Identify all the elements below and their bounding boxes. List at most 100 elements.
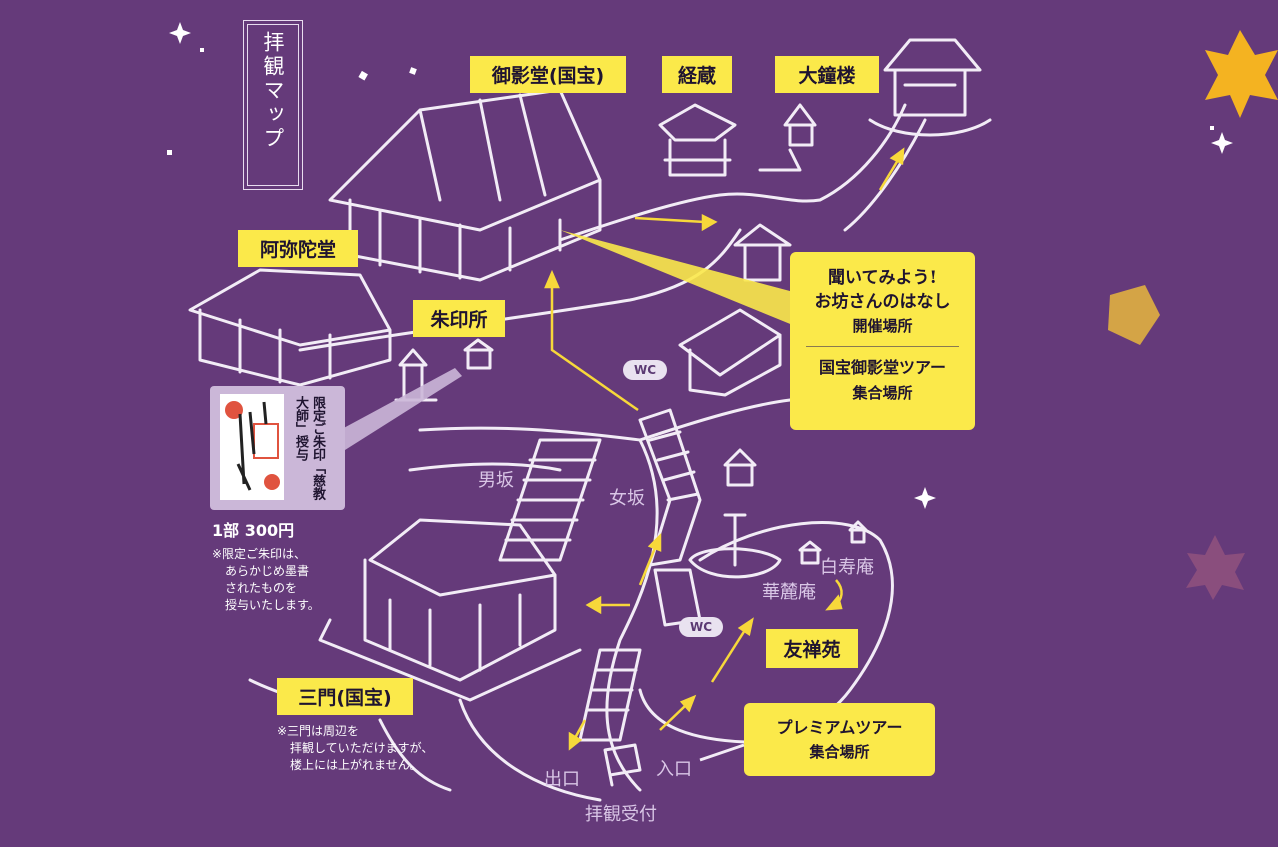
label-yuzenen[interactable]: 友禅苑	[766, 629, 858, 668]
shuinsho-building	[463, 338, 494, 370]
talk-callout: 聞いてみよう! お坊さんのはなし 開催場所 国宝御影堂ツアー 集合場所	[790, 252, 975, 430]
maple-leaf-icon	[264, 474, 280, 490]
map-title: 拝観マップ	[261, 31, 285, 151]
label-kyozo[interactable]: 経蔵	[662, 56, 732, 93]
goshuin-note-line: あらかじめ墨書	[225, 564, 310, 578]
route-arrowhead	[889, 147, 905, 165]
talk-title-line1: 聞いてみよう!	[828, 268, 937, 288]
path-line	[378, 718, 452, 792]
sparkle-icon	[914, 487, 936, 509]
sparkles	[167, 22, 1233, 509]
label-shuinsho[interactable]: 朱印所	[413, 300, 505, 337]
label-reception: 拝観受付	[585, 804, 657, 825]
wc-label-lower: WC	[679, 617, 723, 637]
talk-title-line2: お坊さんのはなし	[814, 292, 951, 312]
hall-building	[678, 308, 782, 397]
sanmon-building	[318, 518, 582, 702]
wc-label-upper: WC	[623, 360, 667, 380]
route-arrowhead	[701, 213, 718, 232]
path-line	[638, 688, 747, 744]
sanmon-note-line: 拝観していただけますが、	[290, 741, 434, 755]
label-hakujuan: 白寿庵	[820, 557, 874, 578]
lantern-decoration-icon	[1108, 285, 1160, 345]
route-arrow	[710, 629, 747, 683]
label-goeido[interactable]: 御影堂(国宝)	[470, 56, 626, 93]
map-title-frame: 拝観マップ	[243, 20, 303, 190]
hakujuan-house	[848, 520, 868, 544]
kyozo-building	[658, 103, 737, 177]
maple-leaf-icons	[1108, 30, 1278, 600]
label-amidado[interactable]: 阿弥陀堂	[238, 230, 358, 267]
red-seal-icon	[253, 423, 279, 459]
route-arrow	[634, 216, 706, 224]
sparkle-icon	[409, 67, 417, 75]
label-otokozaka: 男坂	[478, 470, 514, 491]
goshuin-note: ※限定ご朱印は、 あらかじめ墨書 されたものを 授与いたします。	[212, 546, 320, 614]
maple-leaf-icon	[1186, 535, 1245, 600]
path-line	[408, 462, 562, 472]
sparkle-icon	[167, 150, 172, 155]
route-arrowhead	[544, 269, 560, 289]
label-exit: 出口	[544, 769, 580, 790]
goshuin-note-line: されたものを	[225, 581, 298, 595]
route-arrow	[659, 705, 686, 731]
label-sanmon[interactable]: 三門(国宝)	[277, 678, 413, 715]
talk-subtitle: 開催場所	[852, 317, 913, 335]
reception-booth	[603, 743, 642, 787]
route-arrowhead	[647, 532, 662, 552]
stone-lantern	[688, 513, 782, 579]
premium-callout: プレミアムツアー 集合場所	[744, 703, 935, 776]
pagoda	[758, 103, 817, 172]
goshuin-note-line: 授与いたします。	[225, 598, 320, 612]
sparkle-icon	[1210, 126, 1214, 130]
sanmon-note-line: 楼上には上がれません。	[290, 758, 422, 772]
label-entrance: 入口	[656, 759, 692, 780]
premium-title: プレミアムツアー	[776, 718, 903, 737]
kareian-house	[798, 540, 822, 565]
path-line	[558, 103, 907, 242]
sparkle-icon	[1211, 132, 1233, 154]
pavilion	[733, 223, 792, 282]
goshuin-note-line: ※限定ご朱印は、	[212, 547, 307, 561]
premium-subtitle: 集合場所	[809, 743, 870, 761]
calligraphy-brush-strokes	[236, 401, 268, 491]
sparkle-icon	[200, 48, 204, 52]
maple-leaf-icon	[225, 401, 243, 419]
onnazaka-stairs	[638, 408, 702, 567]
path-line	[458, 698, 602, 802]
label-daishoro[interactable]: 大鐘楼	[775, 56, 879, 93]
path-line	[418, 398, 792, 442]
path-line	[843, 118, 927, 232]
route-arrowhead	[585, 595, 602, 615]
tour-title: 国宝御影堂ツアー	[818, 358, 947, 377]
daishoro-building	[868, 38, 992, 137]
route-arrow	[878, 159, 900, 191]
sparkle-icon	[358, 70, 368, 81]
route-arrow	[638, 547, 657, 586]
route-arrowhead	[825, 594, 843, 611]
sparkle-icon	[169, 22, 191, 44]
goshuin-panel: 限定ご朱印「慈教大師」授与	[210, 386, 345, 510]
route-arrowhead	[568, 731, 583, 751]
tour-subtitle: 集合場所	[852, 384, 913, 402]
label-kareian: 華麓庵	[762, 582, 816, 603]
goeido-building	[328, 88, 602, 282]
path-line	[298, 228, 742, 352]
route-arrow	[550, 285, 639, 412]
goshuin-image	[220, 394, 284, 500]
goshuin-vertical-text: 限定ご朱印「慈教大師」授与	[293, 396, 325, 500]
goshuin-pointer	[340, 368, 462, 450]
talk-callout-pointer	[560, 230, 805, 330]
label-onnazaka: 女坂	[609, 488, 645, 509]
amidado-building	[188, 268, 392, 387]
goshuin-price: 1部 300円	[212, 521, 295, 540]
otokozaka-stairs	[498, 438, 602, 562]
route-arrow	[573, 719, 587, 739]
route-arrowhead	[679, 694, 697, 713]
sanmon-note: ※三門は周辺を 拝観していただけますが、 楼上には上がれません。	[277, 723, 433, 774]
small-house	[723, 448, 757, 487]
maple-leaf-icon	[1205, 30, 1278, 118]
route-arrowhead	[737, 617, 754, 637]
